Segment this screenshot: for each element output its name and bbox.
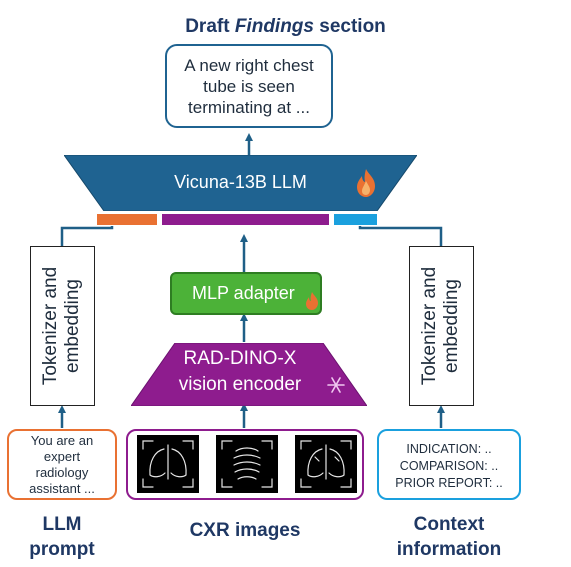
findings-output-box: A new right chest tube is seen terminati… <box>165 44 333 128</box>
encoder-label-line2: vision encoder <box>178 374 302 395</box>
encoder-label: RAD-DINO-X vision encoder <box>140 346 340 398</box>
cxr-image-2 <box>216 435 278 493</box>
encoder-snowflake-icon <box>327 377 345 393</box>
right-tokenizer-label: Tokenizer and embedding <box>419 266 462 386</box>
diagram-title: Draft Findings section <box>0 16 571 38</box>
context-information-label: Context information <box>377 512 521 562</box>
context-label-line2: information <box>396 539 502 560</box>
mlp-adapter-label: MLP adapter <box>192 283 295 303</box>
context-box: INDICATION: .. COMPARISON: .. PRIOR REPO… <box>377 429 521 500</box>
title-prefix: Draft <box>185 16 235 37</box>
cxr-image-1 <box>137 435 199 493</box>
llm-prompt-box: You are an expert radiology assistant ..… <box>7 429 117 500</box>
title-italic: Findings <box>234 16 314 37</box>
context-line-prior-report: PRIOR REPORT: .. <box>395 476 503 490</box>
llm-prompt-label-line1: LLM <box>42 514 82 535</box>
llm-prompt-label: LLM prompt <box>7 512 117 562</box>
adapter-fire-icon <box>306 292 318 310</box>
left-tokenizer-label: Tokenizer and embedding <box>40 266 83 386</box>
context-line-comparison: COMPARISON: .. <box>399 459 499 473</box>
llm-label: Vicuna-13B LLM <box>174 171 307 192</box>
llm-block <box>64 155 417 211</box>
llm-prompt-text: You are an expert radiology assistant ..… <box>29 432 95 496</box>
cxr-thumbnails <box>137 435 357 493</box>
mlp-adapter-block: MLP adapter <box>170 272 322 315</box>
context-label-line1: Context <box>413 514 485 535</box>
cxr-images-box <box>126 429 364 500</box>
token-segment-image <box>161 213 330 226</box>
left-tokenizer-box <box>30 246 95 406</box>
llm-fire-icon <box>357 169 375 197</box>
cxr-image-3 <box>295 435 357 493</box>
cxr-images-label: CXR images <box>189 520 301 541</box>
title-suffix: section <box>313 16 386 37</box>
right-tokenizer-box <box>409 246 474 406</box>
encoder-label-line1: RAD-DINO-X <box>183 348 297 369</box>
token-segment-prompt <box>96 213 158 226</box>
findings-output-text: A new right chest tube is seen terminati… <box>184 55 314 117</box>
llm-prompt-label-line2: prompt <box>29 539 95 560</box>
token-segment-context <box>333 213 378 226</box>
context-line-indication: INDICATION: .. <box>406 442 492 456</box>
vision-encoder-block <box>131 343 367 406</box>
